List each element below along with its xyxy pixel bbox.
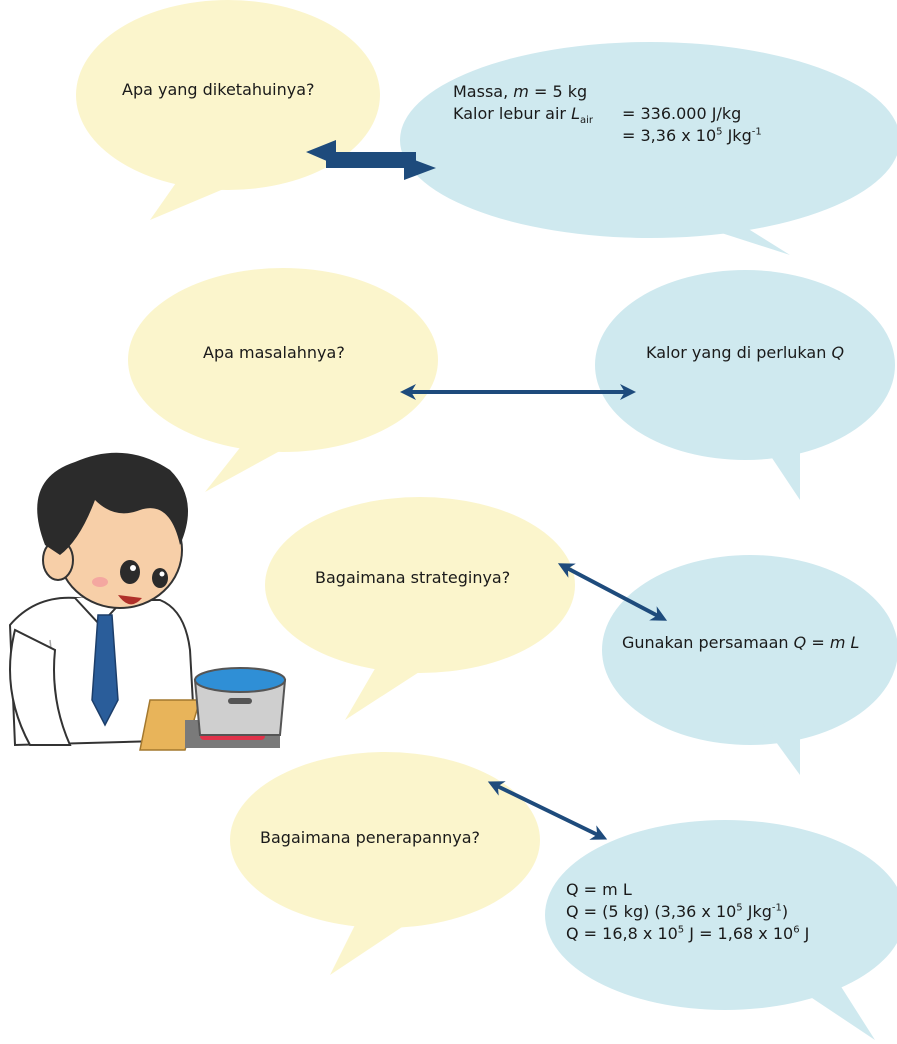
solution-3-unit: J: [799, 924, 810, 943]
mass-value: = 5 kg: [528, 82, 588, 101]
double-arrow-4: [487, 781, 608, 840]
question-bubble-1: [76, 0, 380, 220]
answer-2-label: Kalor yang di perlukan: [646, 343, 832, 362]
solution-2-unit: Jkg: [742, 902, 772, 921]
latent-variable: L: [571, 104, 580, 123]
question-text-3: Bagaimana strateginya?: [315, 568, 511, 587]
answer-bubble-3: [602, 555, 897, 775]
solution-3-exp: 5: [677, 924, 685, 936]
answer-bubble-1: [400, 42, 897, 255]
solution-2-close: ): [781, 902, 789, 921]
latent-value-2: = 3,36 x 105 Jkg-1: [622, 126, 762, 146]
boy-cooking-illustration: [8, 452, 287, 751]
question-bubble-2: [128, 268, 438, 492]
answer-text-2: Kalor yang di perlukan Q: [646, 343, 844, 363]
solution-line-3: Q = 16,8 x 105 J = 1,68 x 106 J: [566, 924, 809, 944]
answer-3-label: Gunakan persamaan: [622, 633, 794, 652]
solution-line-1: Q = m L: [566, 880, 632, 899]
answer-3-equation: Q = m L: [793, 633, 860, 652]
latent-value-2-exponent: 5: [716, 126, 723, 138]
double-arrow-1: [306, 140, 436, 180]
solution-3-part-b: J = 1,68 x 10: [684, 924, 794, 943]
double-arrow-3: [557, 563, 668, 621]
known-latent-heat-line: Kalor lebur air Lair: [453, 104, 594, 127]
tie-shape: [91, 614, 119, 727]
question-text-1: Apa yang diketahuinya?: [122, 80, 315, 99]
question-bubble-3: [265, 497, 575, 720]
answer-bubble-4: [545, 820, 897, 1040]
mass-label: Massa,: [453, 82, 514, 101]
solution-3-part-a: Q = 16,8 x 10: [566, 924, 678, 943]
mass-variable: m: [513, 82, 529, 101]
solution-2-unit-exp: -1: [771, 902, 782, 914]
latent-value-2-unit-exponent: -1: [751, 126, 762, 138]
solution-3-exp2: 6: [793, 924, 800, 936]
known-mass-line: Massa, m = 5 kg: [453, 82, 587, 102]
latent-label: Kalor lebur air: [453, 104, 572, 123]
question-bubble-4: [230, 752, 540, 975]
solution-2-part-a: Q = (5 kg) (3,36 x 10: [566, 902, 737, 921]
latent-value-2-mantissa: = 3,36 x 10: [622, 126, 717, 145]
latent-value-2-unit: Jkg: [722, 126, 752, 145]
solution-2-exp: 5: [736, 902, 743, 914]
answer-text-3: Gunakan persamaan Q = m L: [622, 633, 859, 653]
latent-subscript: air: [580, 115, 594, 127]
solution-line-2: Q = (5 kg) (3,36 x 105 Jkg-1): [566, 902, 788, 922]
answer-bubble-2: [595, 270, 895, 500]
answer-2-variable: Q: [831, 343, 845, 362]
latent-value-1: = 336.000 J/kg: [622, 104, 742, 123]
question-text-4: Bagaimana penerapannya?: [260, 828, 480, 847]
question-text-2: Apa masalahnya?: [203, 343, 345, 362]
